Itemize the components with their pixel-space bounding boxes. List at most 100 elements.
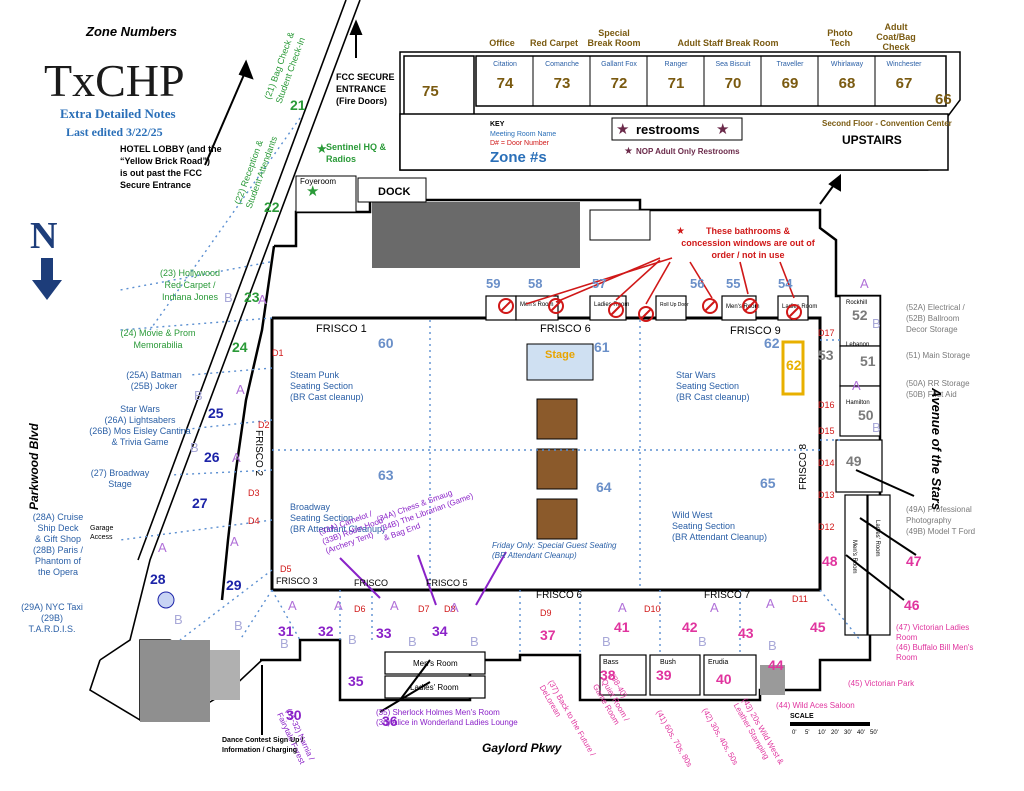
no-entry-icon — [498, 298, 514, 314]
upstairs-room-name: Citation — [493, 61, 517, 68]
north-zone-number: 56 — [690, 276, 704, 291]
purple-zone-number: 32 — [318, 623, 334, 639]
blue-zone-line: Stage — [108, 479, 132, 489]
frisco-9: FRISCO 9 — [730, 325, 781, 337]
scale-bar-line — [790, 722, 870, 726]
key-title: KEY — [490, 121, 505, 128]
door-label: D9 — [540, 608, 552, 618]
scale-title: SCALE — [790, 713, 814, 720]
frisco-4: FRISCO — [354, 578, 388, 588]
section-label-line: Seating Section — [672, 521, 735, 531]
upstairs-room-dividers — [532, 56, 876, 106]
upstairs-room-name: Sea Biscuit — [715, 61, 750, 68]
restroom-box — [611, 117, 743, 141]
door-label: D15 — [818, 426, 835, 436]
upstairs-top-label: Tech — [830, 38, 850, 48]
scale-tick: 10' — [818, 730, 826, 736]
pink-zone-number: 46 — [904, 597, 920, 613]
gray-zone-number: 50 — [858, 407, 874, 423]
north-zone-number: 59 — [486, 276, 500, 291]
frisco-5: FRISCO 5 — [426, 578, 468, 588]
section-label-line: (BR Attendant Cleanup) — [672, 532, 767, 542]
service-area — [140, 640, 785, 722]
upstairs-zone-number: 74 — [497, 75, 514, 92]
blue-zone-line: (28B) Paris / — [33, 545, 84, 555]
upstairs-zone-number: 73 — [554, 75, 571, 92]
zone-boundaries — [119, 117, 861, 655]
frisco-3: FRISCO 3 — [276, 576, 318, 586]
section-label-line: Steam Punk — [290, 370, 340, 380]
dance-line: Information / Charging — [222, 747, 297, 754]
no-entry-icon — [548, 298, 564, 314]
ab-marker: A — [334, 598, 343, 613]
north-zone-number: 57 — [592, 276, 606, 291]
green-zone-number: 21 — [290, 97, 306, 113]
pink-zone-line: (45) Victorian Park — [848, 679, 915, 688]
wood-platform-2 — [536, 448, 578, 490]
north-letter: N — [30, 215, 57, 257]
pink-zone-line: (44) Wild Aces Saloon — [776, 701, 855, 710]
section-label-line: Wild West — [672, 510, 713, 520]
foyer-label: Foyeroom — [300, 177, 336, 186]
purple-zone-number: 34 — [432, 623, 448, 639]
door-label: D2 — [258, 420, 270, 430]
pink-zone-number: 38 — [600, 667, 616, 683]
closed-note-line: These bathrooms & — [706, 226, 791, 236]
upstairs-zone-number: 68 — [839, 75, 856, 92]
no-entry-slash — [610, 304, 622, 316]
down-arrow-icon — [32, 280, 62, 300]
ab-marker: B — [224, 290, 233, 305]
dance-contest-note: Dance Contest Sign Up /Information / Cha… — [222, 737, 303, 754]
pink-zone-line: (42) 30s, 40s, 50s — [700, 707, 740, 767]
lobby-note-line: HOTEL LOBBY (and the — [120, 144, 222, 154]
ab-marker: A — [852, 378, 861, 393]
blue-zone-number: 28 — [150, 571, 166, 587]
no-entry-slash — [550, 300, 562, 312]
stage-label: Stage — [545, 349, 575, 361]
ab-marker: A — [288, 598, 297, 613]
ladies-room-south: Ladies' Room — [410, 683, 459, 692]
upstairs-room-name: Traveller — [777, 61, 805, 68]
ab-marker: B — [408, 634, 417, 649]
pink-zone-label: (42) 30s, 40s, 50s — [700, 707, 740, 767]
door-label: D1 — [272, 348, 284, 358]
blue-zone-number: 29 — [226, 577, 242, 593]
gray-zone-line: (49B) Model T Ford — [906, 527, 975, 536]
star-icon: ★ — [316, 141, 328, 156]
erudia-label: Erudia — [708, 659, 728, 666]
door-label: D16 — [818, 400, 835, 410]
ab-marker: B — [698, 634, 707, 649]
gray-zone-number: 49 — [846, 453, 862, 469]
ab-marker: A — [158, 540, 167, 555]
ab-marker: B — [190, 440, 199, 455]
upstairs-zone-number: 69 — [782, 75, 799, 92]
section-label-line: (BR Cast cleanup) — [676, 392, 750, 402]
frisco-8: FRISCO 8 — [798, 443, 809, 490]
stage-box — [526, 343, 594, 381]
no-entry-icon — [608, 302, 624, 318]
purple-zone-label: (34A) Chess & Smaug(34B) The Librarian (… — [376, 488, 475, 542]
blue-zone-line: (25B) Joker — [131, 381, 178, 391]
gaylord-pkwy: Gaylord Pkwy — [482, 741, 563, 755]
no-entry-slash — [704, 300, 716, 312]
ab-marker: A — [766, 596, 775, 611]
purple-zone-number: 33 — [376, 625, 392, 641]
bass-label: Bass — [603, 659, 619, 666]
friday-note: Friday Only: Special Guest Seating(BR At… — [492, 541, 617, 560]
pink-zone-number: 48 — [822, 553, 838, 569]
pink-zone-number: 47 — [906, 553, 922, 569]
south-rooms — [384, 651, 757, 699]
logo: TxCHP — [44, 55, 185, 106]
door-label: D8 — [444, 604, 456, 614]
green-zone-line: Indiana Jones — [162, 292, 219, 302]
blue-zone-number: 26 — [204, 449, 220, 465]
scale-tick: 30' — [844, 730, 852, 736]
extra-notes: Extra Detailed Notes — [60, 106, 176, 121]
zone-62-yellow: 62 — [786, 357, 802, 373]
sentinel-line: Radios — [326, 154, 356, 164]
no-entry-icon — [702, 298, 718, 314]
ab-marker: B — [872, 420, 881, 435]
pink-zone-number: 43 — [738, 625, 754, 641]
